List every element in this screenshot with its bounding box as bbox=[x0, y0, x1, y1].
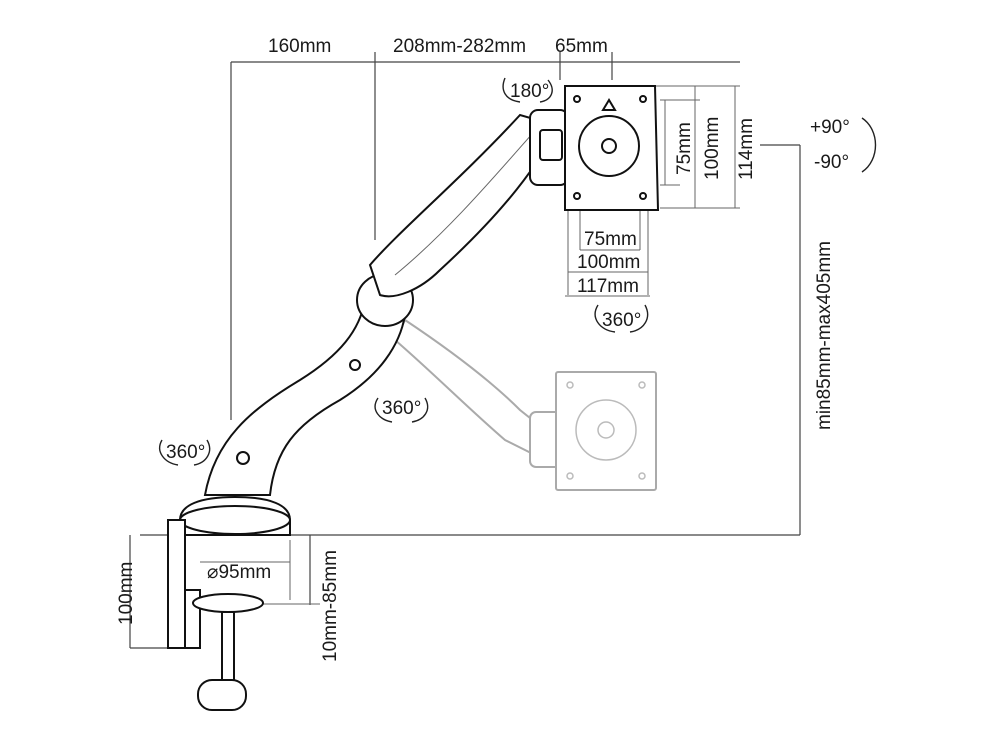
dim-160mm: 160mm bbox=[268, 36, 331, 57]
rotation-arcs bbox=[159, 77, 877, 466]
dim-desk-thickness: 10mm-85mm bbox=[320, 550, 341, 662]
dim-arm-reach: 208mm-282mm bbox=[393, 36, 526, 57]
tilt-minus-label: -90° bbox=[814, 152, 849, 173]
dim-100mm-vertical: 100mm bbox=[702, 117, 723, 180]
dim-base-diameter: ⌀95mm bbox=[207, 562, 271, 583]
dim-65mm: 65mm bbox=[555, 36, 608, 57]
dimension-lines bbox=[129, 52, 801, 649]
dim-75mm-vertical: 75mm bbox=[674, 122, 695, 175]
tilt-plus-label: +90° bbox=[810, 117, 850, 138]
dim-height-range: min85mm-max405mm bbox=[814, 241, 835, 430]
rot-360-elbow-label: 360° bbox=[382, 398, 421, 419]
dim-117mm-horizontal: 117mm bbox=[577, 276, 639, 297]
rotation-labels: 180° 360° 360° 360° +90° -90° bbox=[166, 81, 850, 463]
rot-360-plate-label: 360° bbox=[602, 310, 641, 331]
monitor-arm bbox=[167, 109, 569, 711]
rot-180-label: 180° bbox=[510, 81, 549, 102]
dim-75mm-horizontal: 75mm bbox=[584, 229, 637, 250]
rot-360-base-label: 360° bbox=[166, 442, 205, 463]
ghost-arm bbox=[393, 318, 657, 491]
dimension-labels: 160mm 208mm-282mm 65mm 75mm 100mm 114mm … bbox=[116, 36, 835, 662]
vesa-plate bbox=[564, 85, 660, 211]
dim-100mm-horizontal: 100mm bbox=[577, 252, 640, 273]
dim-114mm-vertical: 114mm bbox=[736, 118, 757, 180]
dim-clamp-height: 100mm bbox=[116, 562, 137, 625]
